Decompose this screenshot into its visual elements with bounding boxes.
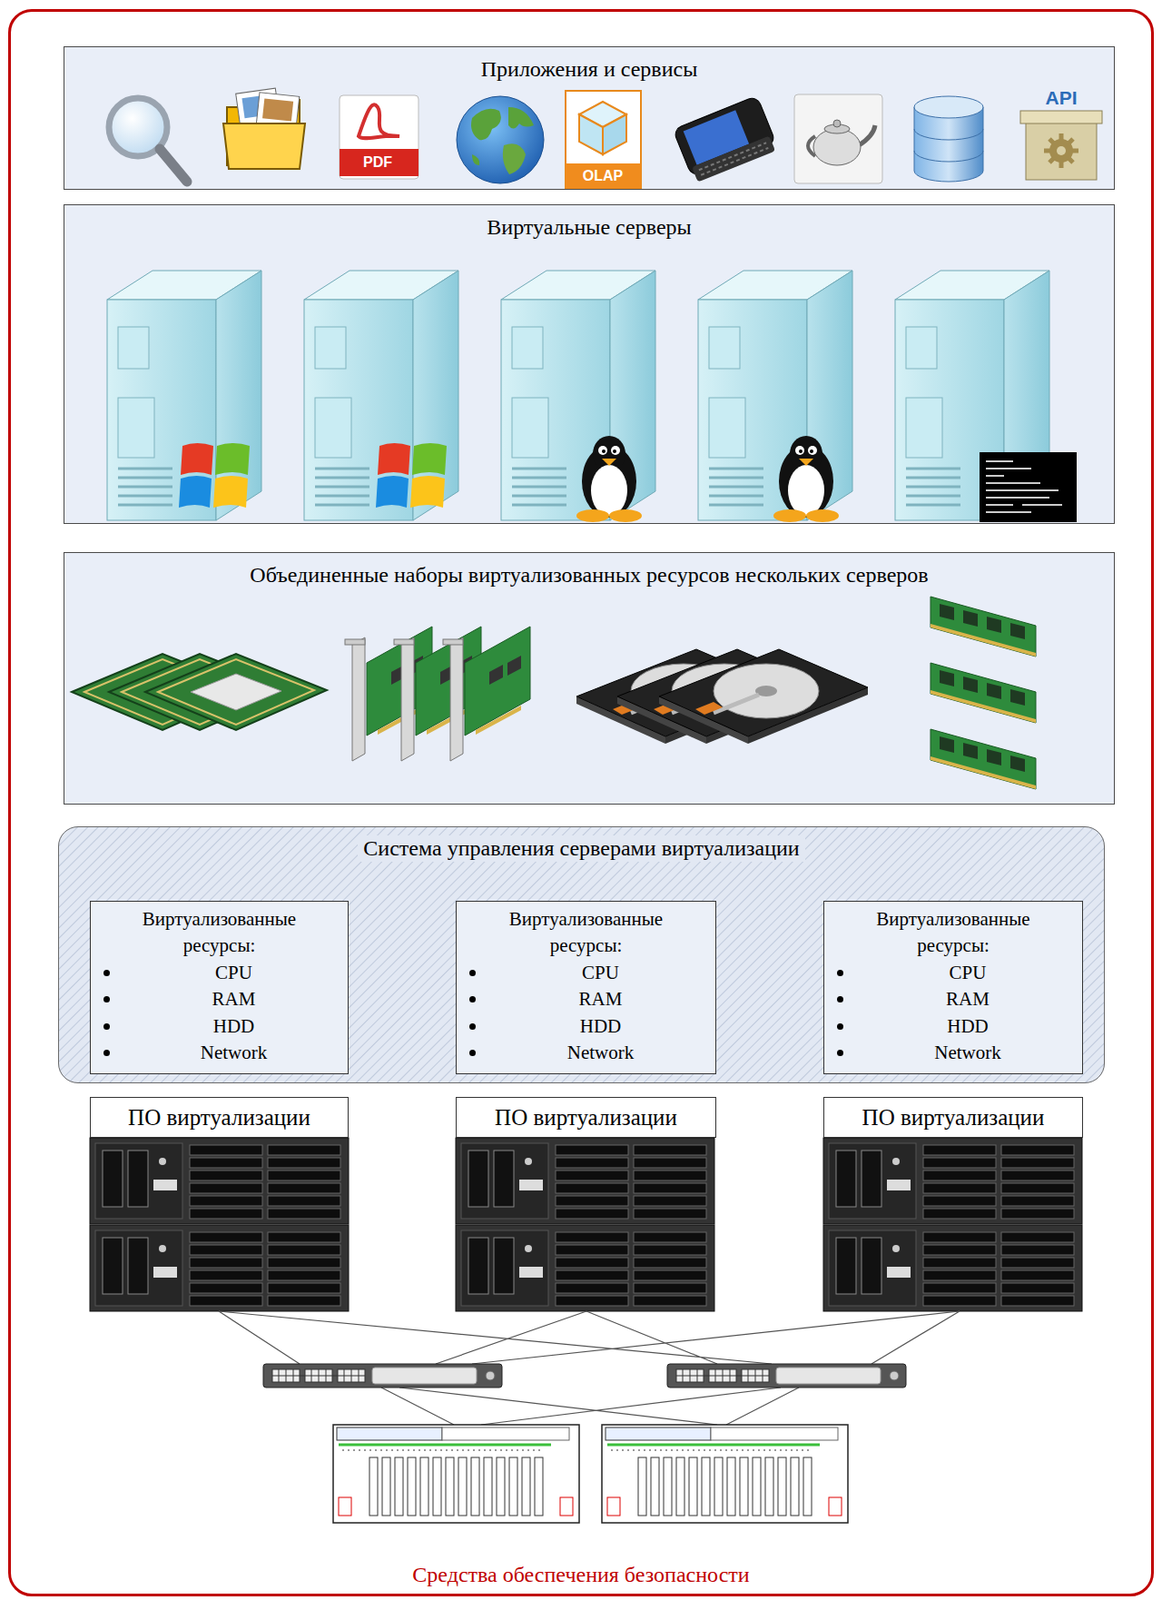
list-item: HDD	[831, 1013, 1075, 1040]
app-icons	[108, 88, 1103, 189]
list-text: CPU	[860, 959, 1075, 986]
box-heading: Виртуализованные ресурсы:	[124, 905, 316, 960]
bullet	[103, 969, 110, 976]
hypervisor-box: ПО виртуализации	[89, 1096, 349, 1138]
list-text: RAM	[127, 985, 341, 1013]
list-text: HDD	[860, 1013, 1075, 1040]
list-item: Network	[463, 1039, 709, 1066]
list-text: CPU	[492, 959, 709, 986]
box-heading: Виртуализованные ресурсы:	[857, 905, 1049, 960]
list-item: HDD	[98, 1013, 341, 1040]
box-title: ПО виртуализации	[494, 1103, 678, 1132]
list-text: Network	[860, 1039, 1075, 1066]
bullet	[469, 1023, 476, 1030]
bullet	[469, 995, 476, 1003]
list-text: RAM	[492, 985, 709, 1013]
bullet	[469, 1049, 476, 1056]
icon-label: PDF	[323, 153, 433, 171]
list-text: Network	[492, 1039, 709, 1066]
band-fills	[58, 46, 1115, 1138]
box-title: Виртуальные серверы	[64, 214, 1114, 241]
box-title: ПО виртуализации	[128, 1103, 311, 1132]
list-item: Network	[831, 1039, 1075, 1066]
resource-box: Виртуализованные ресурсы:CPURAMHDDNetwor…	[89, 900, 349, 1074]
box-heading: Виртуализованные ресурсы:	[491, 905, 682, 960]
box-title: Приложения и сервисы	[64, 56, 1114, 83]
list-text: RAM	[860, 985, 1075, 1013]
layer-band: Объединенные наборы виртуализованных рес…	[63, 551, 1115, 805]
frame-caption: Средства обеспечения безопасности	[412, 1561, 749, 1588]
label-holder: PDF	[323, 153, 433, 171]
list-item: RAM	[831, 985, 1075, 1013]
hardware	[89, 1137, 1083, 1523]
layer-band: Виртуальные серверы	[63, 204, 1115, 524]
box-title: Система управления серверами виртуализац…	[357, 835, 805, 862]
layer-band: Приложения и сервисы	[63, 46, 1115, 190]
list-item: CPU	[98, 959, 341, 986]
list-text: HDD	[492, 1013, 709, 1040]
bullet	[837, 969, 844, 976]
list-text: Network	[127, 1039, 341, 1066]
resource-box: Виртуализованные ресурсы:CPURAMHDDNetwor…	[823, 900, 1084, 1074]
resource-pool	[71, 596, 1036, 789]
list-text: CPU	[127, 959, 341, 986]
label-holder: OLAP	[548, 167, 658, 185]
bullet	[837, 995, 844, 1003]
icon-label: API	[1006, 86, 1116, 109]
hypervisor-box: ПО виртуализации	[455, 1096, 717, 1138]
bullet	[103, 995, 110, 1003]
virtual-servers	[107, 270, 1077, 522]
box-title: Объединенные наборы виртуализованных рес…	[64, 561, 1114, 589]
list-item: Network	[98, 1039, 341, 1066]
list-item: HDD	[463, 1013, 709, 1040]
box-title: ПО виртуализации	[862, 1103, 1045, 1132]
list-item: RAM	[463, 985, 709, 1013]
list-item: CPU	[463, 959, 709, 986]
bullet	[103, 1049, 110, 1056]
resource-box: Виртуализованные ресурсы:CPURAMHDDNetwor…	[455, 900, 717, 1074]
list-text: HDD	[127, 1013, 341, 1040]
list-item: RAM	[98, 985, 341, 1013]
management-band: Система управления серверами виртуализац…	[58, 826, 1105, 1084]
bullet	[837, 1049, 844, 1056]
icon-label: OLAP	[548, 167, 658, 185]
bullet	[469, 969, 476, 976]
label-holder: API	[1006, 86, 1116, 109]
hypervisor-box: ПО виртуализации	[823, 1096, 1084, 1138]
bullet	[103, 1023, 110, 1030]
bullet	[837, 1023, 844, 1030]
security-frame: Средства обеспечения безопасности Приложе…	[8, 9, 1154, 1596]
list-item: CPU	[831, 959, 1075, 986]
